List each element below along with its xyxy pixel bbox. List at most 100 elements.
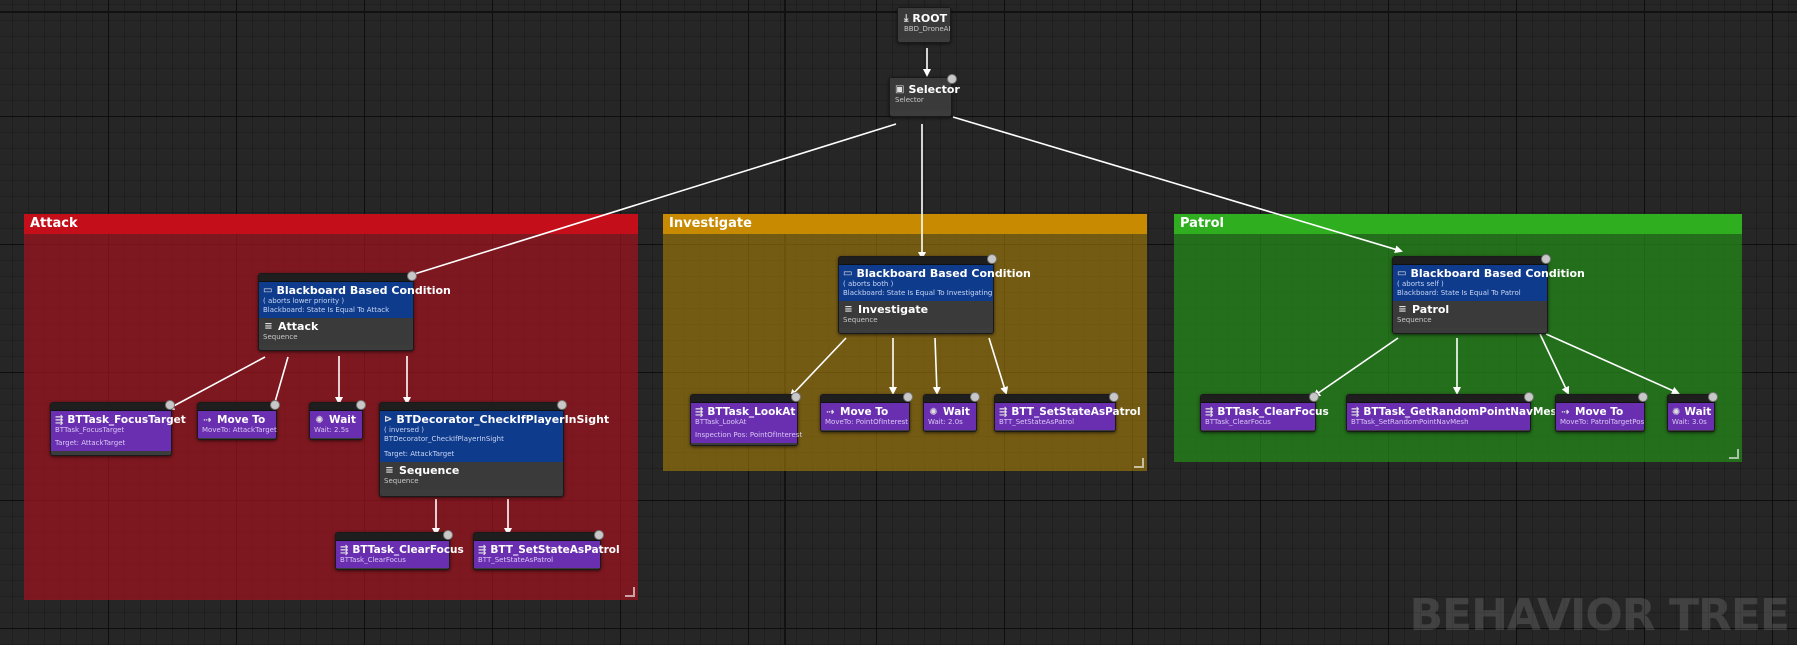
decorator-detail: Target: AttackTarget	[384, 450, 455, 458]
task-look-at[interactable]: ⇶BTTask_LookAt BTTask_LookAt Inspection …	[690, 392, 802, 446]
decorator-title: BTDecorator_CheckIfPlayerInSight	[396, 413, 610, 426]
output-pin[interactable]	[903, 392, 913, 402]
patrol-sequence-node[interactable]: ▭Blackboard Based Condition ( aborts sel…	[1392, 254, 1585, 334]
comment-attack-title: Attack	[24, 214, 638, 234]
task-subtitle: Wait: 3.0s	[1672, 418, 1707, 426]
output-pin[interactable]	[270, 400, 280, 410]
move-to-icon: ⇢	[826, 406, 835, 418]
task-icon: ⇶	[1351, 406, 1360, 418]
decorator-condition: Blackboard: State Is Equal To Patrol	[1397, 289, 1521, 297]
output-pin[interactable]	[407, 271, 417, 281]
resize-grip-icon[interactable]	[1134, 458, 1144, 468]
task-random-point-navmesh[interactable]: ⇶BTTask_GetRandomPointNavMesh BTTask_Set…	[1346, 392, 1564, 432]
resize-grip-icon[interactable]	[1729, 449, 1739, 459]
task-move-to-attack[interactable]: ⇢ Move To MoveTo: AttackTarget	[197, 400, 280, 440]
task-detail: Target: AttackTarget	[55, 439, 126, 447]
output-pin[interactable]	[1309, 392, 1319, 402]
task-move-to-patrol[interactable]: ⇢Move To MoveTo: PatrolTargetPos	[1555, 392, 1648, 432]
task-subtitle: Wait: 2.5s	[314, 426, 349, 434]
blackboard-decorator[interactable]: ▭Blackboard Based Condition ( aborts bot…	[839, 265, 1031, 301]
blackboard-decorator[interactable]: ▭Blackboard Based Condition ( aborts sel…	[1393, 265, 1585, 301]
resize-grip-icon[interactable]	[625, 587, 635, 597]
comment-patrol-title: Patrol	[1174, 214, 1742, 234]
sequence-icon: ≡	[844, 304, 853, 315]
task-icon: ⇶	[1205, 406, 1214, 418]
sequence-icon: ≡	[1398, 304, 1407, 315]
check-player-decorator[interactable]: ⊳BTDecorator_CheckIfPlayerInSight ( inve…	[380, 411, 609, 462]
output-pin[interactable]	[165, 400, 175, 410]
selector-node[interactable]: ▣Selector Selector	[889, 74, 960, 117]
decorator-aborts: ( aborts lower priority )	[263, 297, 345, 305]
task-set-state-patrol-attack[interactable]: ⇶BTT_SetStateAsPatrol BTT_SetStateAsPatr…	[473, 530, 620, 570]
task-subtitle: BTTask_FocusTarget	[55, 426, 125, 434]
decorator-condition: Blackboard: State Is Equal To Attack	[263, 306, 390, 314]
output-pin[interactable]	[557, 400, 567, 410]
move-to-icon: ⇢	[203, 414, 212, 426]
task-title: Move To	[840, 406, 889, 418]
decorator-condition: Blackboard: State Is Equal To Investigat…	[843, 289, 993, 297]
task-subtitle: BTTask_ClearFocus	[1205, 418, 1271, 426]
move-to-icon: ⇢	[1561, 406, 1570, 418]
task-wait-attack[interactable]: ✺ Wait Wait: 2.5s	[309, 400, 366, 440]
output-pin[interactable]	[1638, 392, 1648, 402]
output-pin[interactable]	[987, 254, 997, 264]
task-title: Wait	[1684, 406, 1712, 418]
selector-title: Selector	[908, 83, 960, 96]
task-title: Move To	[217, 414, 266, 426]
output-pin[interactable]	[1541, 254, 1551, 264]
task-icon: ⇶	[340, 544, 349, 556]
wait-icon: ✺	[1672, 406, 1681, 418]
task-subtitle: BTTask_ClearFocus	[340, 556, 406, 564]
output-pin[interactable]	[1708, 392, 1718, 402]
selector-subtitle: Selector	[895, 96, 924, 104]
task-wait-investigate[interactable]: ✺Wait Wait: 2.0s	[923, 392, 980, 432]
task-wait-patrol[interactable]: ✺Wait Wait: 3.0s	[1667, 392, 1718, 432]
decorator-title: Blackboard Based Condition	[276, 284, 451, 297]
blackboard-decorator[interactable]: ▭Blackboard Based Condition ( aborts low…	[259, 282, 451, 318]
task-title: BTTask_ClearFocus	[1217, 406, 1329, 418]
output-pin[interactable]	[947, 74, 957, 84]
sequence-subtitle: Sequence	[1397, 316, 1432, 324]
root-node[interactable]: ⤓ROOT BBD_DroneAI	[897, 7, 951, 43]
task-subtitle: MoveTo: AttackTarget	[202, 426, 277, 434]
task-set-state-patrol-investigate[interactable]: ⇶BTT_SetStateAsPatrol BTT_SetStateAsPatr…	[994, 392, 1141, 432]
wait-icon: ✺	[315, 414, 324, 426]
task-icon: ⇶	[478, 544, 487, 556]
output-pin[interactable]	[356, 400, 366, 410]
sequence-icon: ≡	[264, 321, 273, 332]
task-title: BTTask_LookAt	[707, 406, 796, 418]
decorator-icon: ⊳	[384, 414, 393, 425]
task-clear-focus-attack[interactable]: ⇶BTTask_ClearFocus BTTask_ClearFocus	[335, 530, 464, 570]
output-pin[interactable]	[443, 530, 453, 540]
task-title: BTTask_FocusTarget	[67, 414, 186, 426]
task-title: Wait	[943, 406, 970, 418]
output-pin[interactable]	[970, 392, 980, 402]
sequence-subtitle: Sequence	[384, 477, 419, 485]
task-icon: ⇶	[999, 406, 1008, 418]
task-move-to-investigate[interactable]: ⇢ Move To MoveTo: PointOfInterest	[820, 392, 913, 432]
task-focus-target[interactable]: ⇶BTTask_FocusTarget BTTask_FocusTarget T…	[50, 400, 186, 456]
wait-icon: ✺	[929, 406, 938, 418]
sequence-subtitle: Sequence	[263, 333, 298, 341]
task-subtitle: BTTask_SetRandomPointNavMesh	[1351, 418, 1469, 426]
task-icon: ⇶	[55, 414, 64, 426]
output-pin[interactable]	[791, 392, 801, 402]
task-title: Wait	[329, 414, 356, 426]
task-subtitle: BTT_SetStateAsPatrol	[999, 418, 1075, 426]
sequence-title: Patrol	[1412, 303, 1450, 316]
blackboard-icon: ▭	[263, 285, 273, 296]
task-subtitle: MoveTo: PointOfInterest	[825, 418, 909, 426]
decorator-title: Blackboard Based Condition	[1410, 267, 1585, 280]
behavior-tree-watermark: BEHAVIOR TREE	[1409, 590, 1790, 641]
blackboard-icon: ▭	[1397, 268, 1407, 279]
output-pin[interactable]	[1109, 392, 1119, 402]
output-pin[interactable]	[1524, 392, 1534, 402]
check-player-sequence-node[interactable]: ⊳BTDecorator_CheckIfPlayerInSight ( inve…	[379, 400, 609, 497]
investigate-sequence-node[interactable]: ▭Blackboard Based Condition ( aborts bot…	[838, 254, 1031, 334]
task-subtitle: BTT_SetStateAsPatrol	[478, 556, 554, 564]
task-icon: ⇶	[695, 406, 704, 418]
decorator-subtitle: BTDecorator_CheckIfPlayerInSight	[384, 435, 504, 443]
output-pin[interactable]	[594, 530, 604, 540]
attack-sequence-node[interactable]: ▭Blackboard Based Condition ( aborts low…	[258, 271, 451, 351]
task-clear-focus-patrol[interactable]: ⇶BTTask_ClearFocus BTTask_ClearFocus	[1200, 392, 1329, 432]
